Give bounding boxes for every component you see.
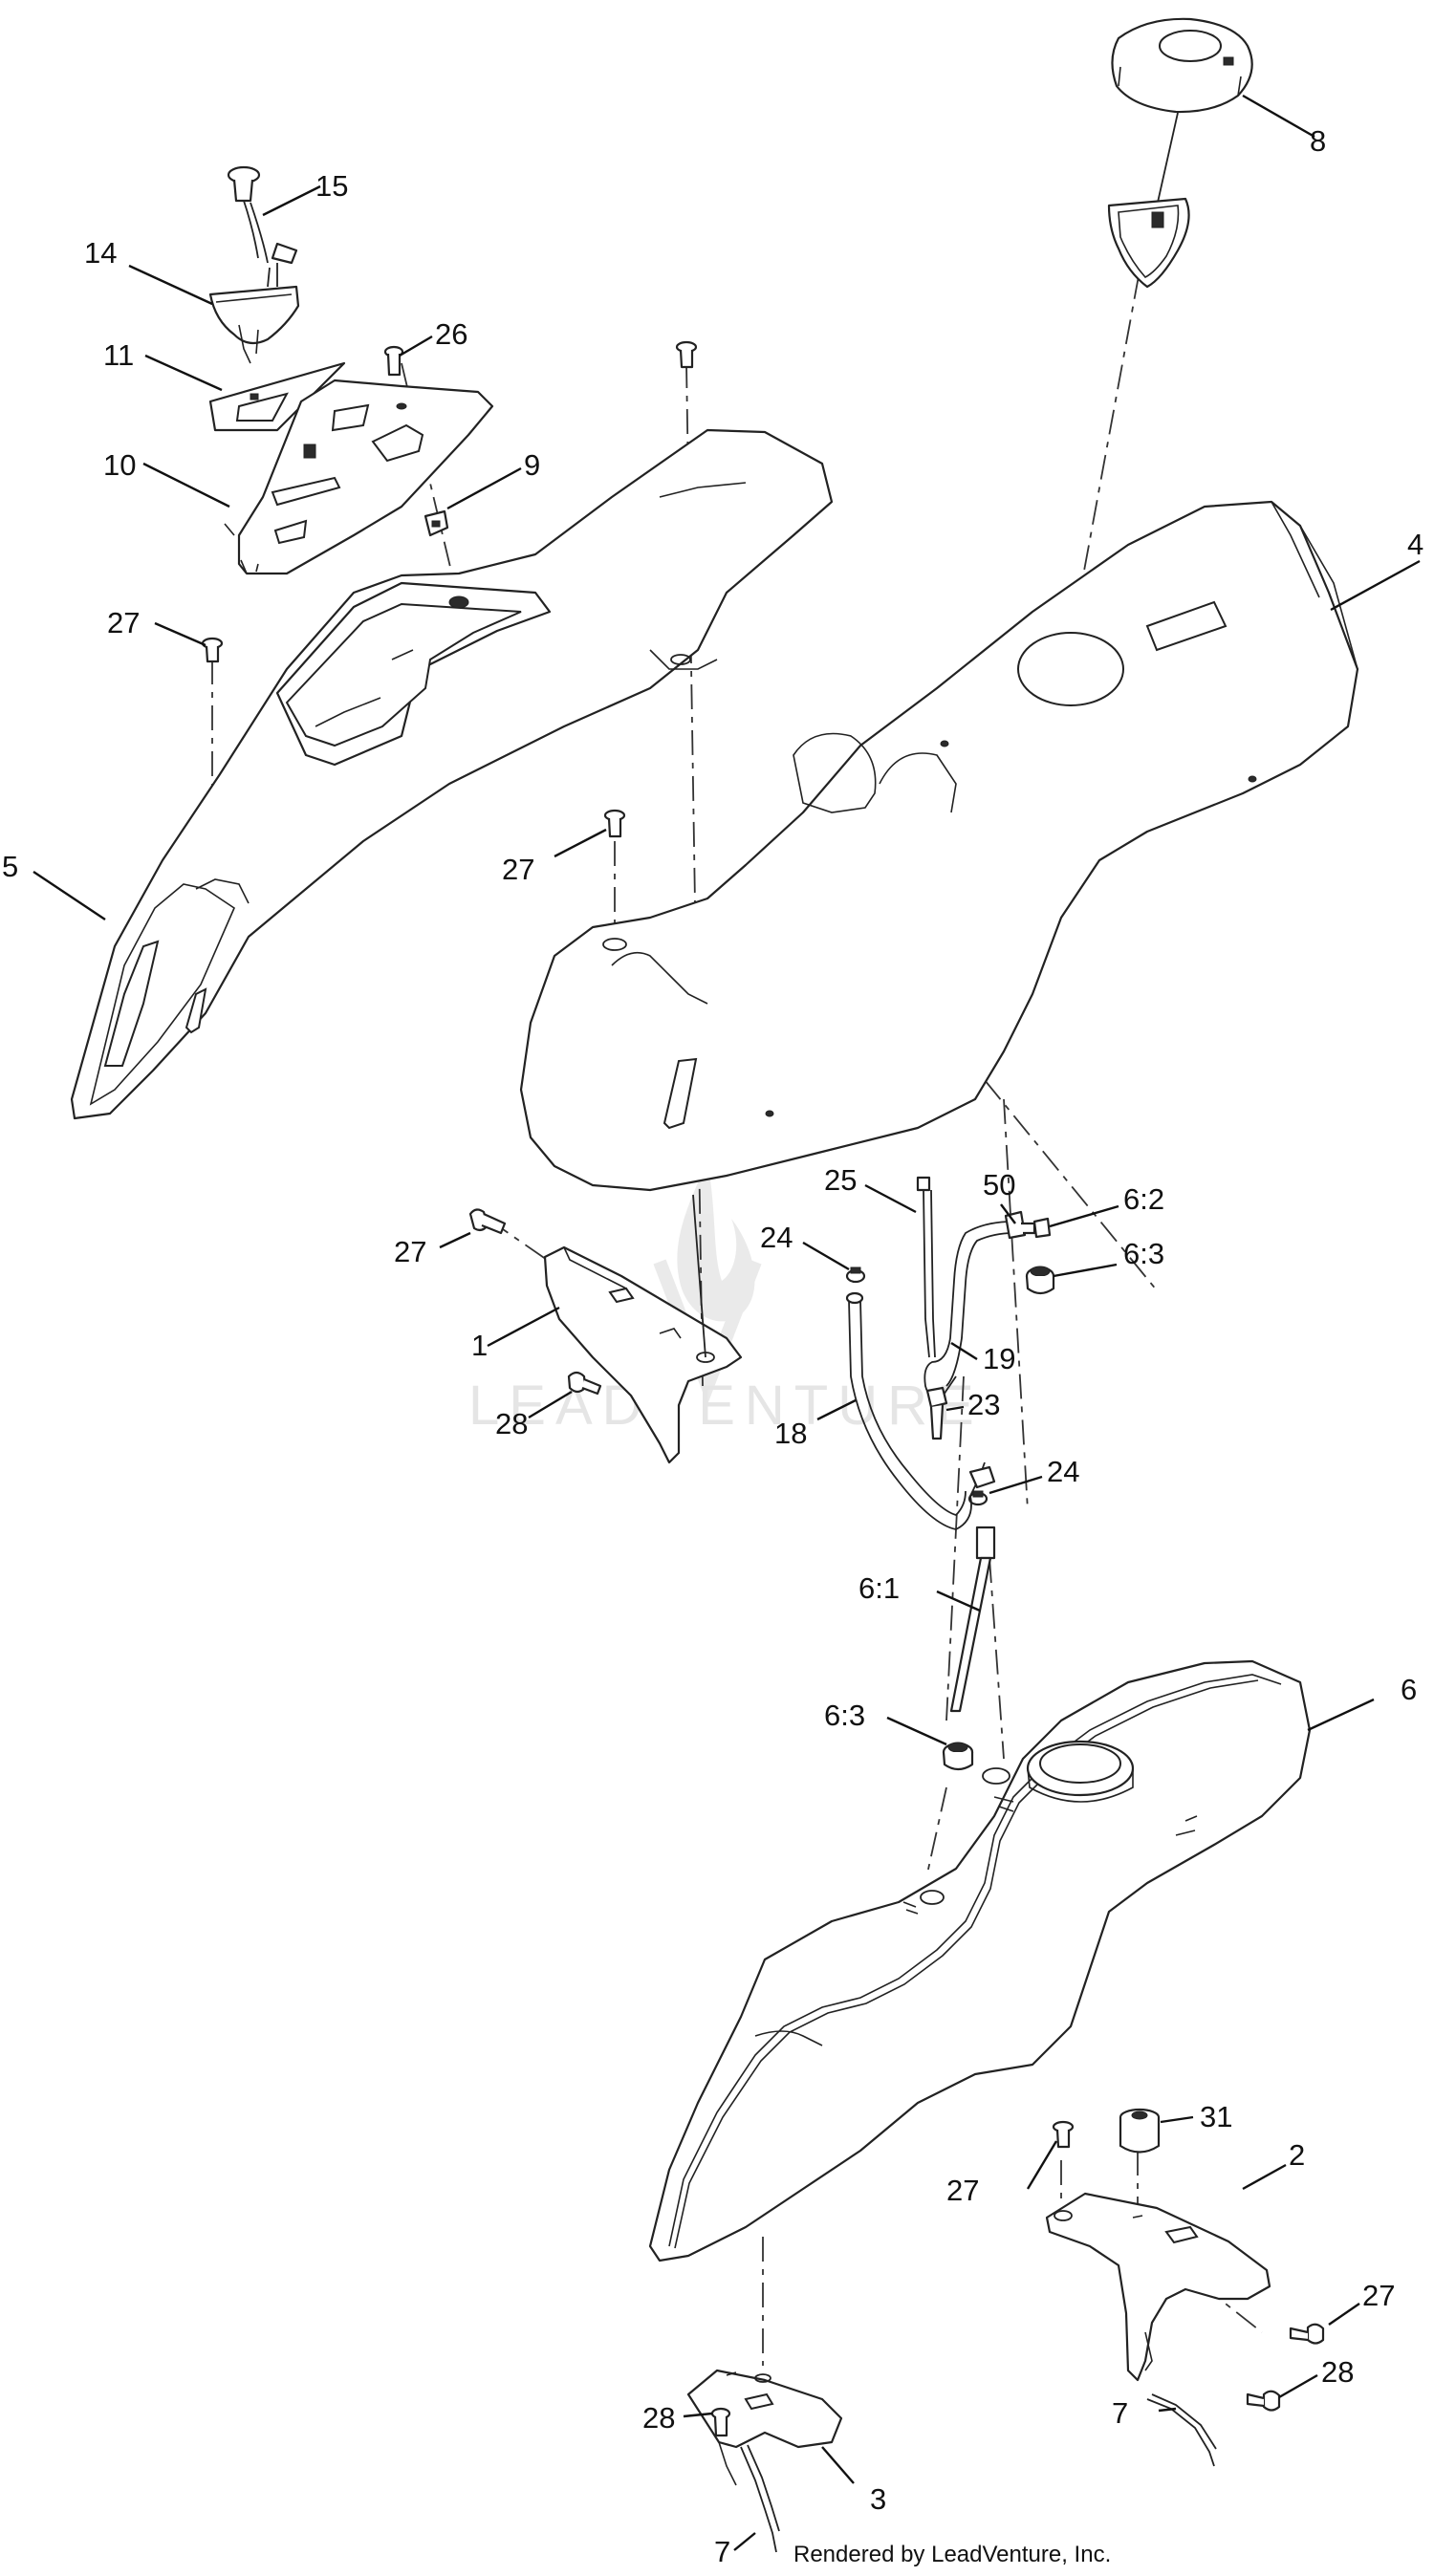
part-10-control-panel [224,379,494,575]
callout-10: 10 [103,448,136,482]
callout-23: 23 [967,1388,1000,1421]
callout-6-3-lower: 6:3 [824,1699,865,1732]
part-7-clip-right [1146,2393,1217,2467]
callout-50: 50 [983,1168,1015,1201]
callout-27-right-lower: 27 [1362,2279,1395,2312]
part-28-screw-bracket1 [567,1371,602,1396]
part-1-bracket [543,1194,743,1464]
callout-27-center: 27 [502,853,534,886]
part-6-fuel-tank [648,1659,1312,2262]
part-7-clip-lower [740,2444,780,2553]
callout-27-bracket1: 27 [394,1235,426,1268]
callout-28-right: 28 [1321,2355,1354,2389]
phantom-line-6-3-lower [926,1786,947,1874]
part-6-1-pickup-tube [949,1526,996,1713]
part-14-choke-housing [208,263,300,364]
callout-8: 8 [1310,124,1326,158]
part-27-screw-right-lower [1289,2323,1325,2345]
callout-7-lower: 7 [714,2535,730,2568]
callout-26: 26 [435,317,467,351]
callout-14: 14 [84,236,117,270]
top-bolt [675,340,698,369]
callout-labels: 15 14 11 26 10 9 8 4 27 5 27 25 50 6:2 6… [2,124,1423,2568]
part-31-bumper [1119,2108,1161,2154]
phantom-line-bracket2 [1127,2226,1263,2333]
callout-2: 2 [1289,2138,1305,2172]
callout-6: 6 [1401,1673,1417,1706]
callout-9: 9 [524,448,540,482]
part-24-clamp-upper [845,1266,866,1284]
part-24-clamp-lower [967,1490,989,1506]
leadventure-logo-icon [653,1161,762,1405]
phantom-line-6-3 [945,1375,965,1721]
part-5-body-panel [70,428,834,1120]
leader-lines [33,94,1421,2551]
part-6-2-fitting [1032,1217,1052,1239]
callout-1: 1 [471,1329,488,1362]
watermark: LEADVENTURE [468,1161,984,1437]
callout-27-left: 27 [107,606,140,639]
callout-27-right-upper: 27 [946,2174,979,2207]
watermark-text: LEADVENTURE [468,1375,984,1437]
part-6-3-grommet-lower [942,1742,974,1771]
part-2-bracket [1045,2192,1271,2382]
credit-text: Rendered by LeadVenture, Inc. [793,2542,1111,2567]
callout-18: 18 [774,1417,807,1450]
part-4-upper-shroud [519,500,1359,1192]
callout-19: 19 [983,1342,1015,1375]
callout-4: 4 [1407,528,1423,561]
callout-7-right: 7 [1112,2396,1128,2430]
part-18-fuel-hose [845,1291,996,1530]
callout-6-3-upper: 6:3 [1123,1237,1164,1270]
part-23-fitting [925,1386,948,1440]
part-6-3-grommet-upper [1025,1266,1055,1295]
part-26-screw [383,345,404,377]
part-28-screw-lower [710,2407,731,2437]
callout-3: 3 [870,2482,886,2516]
callout-31: 31 [1200,2100,1232,2133]
part-27-screw-right-upper [1052,2120,1075,2149]
callout-15: 15 [315,169,348,203]
callout-28-lower: 28 [642,2401,675,2435]
part-27-screw-center [603,809,626,838]
part-28-screw-right [1246,2390,1281,2412]
callout-24-upper: 24 [760,1221,793,1254]
part-8-fuel-cap [1107,17,1253,289]
part-15-choke-knob [227,165,298,265]
part-9-clip [424,509,449,537]
callout-25: 25 [824,1163,857,1197]
part-27-screw-bracket1 [468,1208,507,1235]
callout-6-2: 6:2 [1123,1182,1164,1216]
callout-5: 5 [2,850,18,883]
callout-24-lower: 24 [1047,1455,1079,1488]
callout-28-bracket1: 28 [495,1407,528,1440]
callout-6-1: 6:1 [858,1571,900,1605]
part-3-bracket [686,2369,843,2486]
phantom-line-6-1 [989,1557,1005,1760]
part-25-cable-tie [916,1176,936,1358]
part-27-screw-left [201,637,224,663]
callout-11: 11 [103,338,134,372]
phantom-line-4-left [1003,1098,1029,1511]
